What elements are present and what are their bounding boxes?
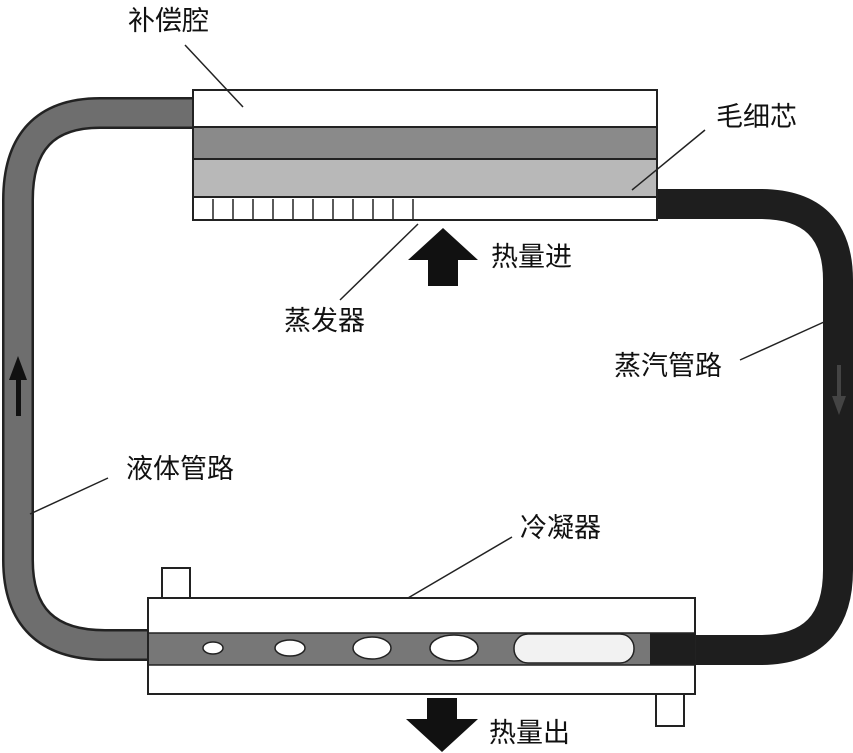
condenser-channel-vapor bbox=[650, 633, 695, 665]
label-liquid-line: 液体管路 bbox=[126, 454, 234, 485]
vapor-slug bbox=[513, 633, 635, 664]
label-wick: 毛细芯 bbox=[716, 102, 797, 133]
heat-in-arrow-icon bbox=[408, 228, 478, 286]
bubble bbox=[202, 641, 224, 655]
leader-evaporator bbox=[339, 223, 419, 301]
wick-light-layer bbox=[192, 158, 658, 198]
label-condenser: 冷凝器 bbox=[520, 513, 601, 544]
leader-vapor-line bbox=[739, 321, 825, 361]
leader-liquid-line bbox=[29, 477, 109, 515]
vapor-flow-down-arrow-icon bbox=[832, 365, 846, 415]
wick-dark-layer bbox=[192, 126, 658, 160]
bubble bbox=[274, 639, 306, 657]
condenser-inlet-port bbox=[161, 567, 191, 599]
leader-compensation-chamber bbox=[184, 44, 244, 108]
leader-condenser bbox=[407, 536, 513, 599]
compensation-chamber bbox=[192, 89, 658, 128]
label-compensation-chamber: 补偿腔 bbox=[128, 6, 209, 37]
liquid-line bbox=[2, 97, 200, 661]
bubble bbox=[352, 636, 392, 660]
liquid-flow-up-arrow-icon bbox=[9, 356, 27, 416]
label-heat-in: 热量进 bbox=[491, 242, 572, 273]
groove-ticks bbox=[212, 199, 414, 219]
heat-out-arrow-icon bbox=[406, 698, 478, 752]
vapor-line bbox=[650, 189, 853, 665]
bubble bbox=[429, 634, 479, 662]
label-heat-out: 热量出 bbox=[489, 718, 570, 749]
leader-wick bbox=[631, 129, 706, 191]
condenser-outlet-port bbox=[655, 693, 685, 727]
evaporator-grooves bbox=[192, 196, 658, 221]
label-evaporator: 蒸发器 bbox=[284, 306, 365, 337]
label-vapor-line: 蒸汽管路 bbox=[614, 351, 722, 382]
